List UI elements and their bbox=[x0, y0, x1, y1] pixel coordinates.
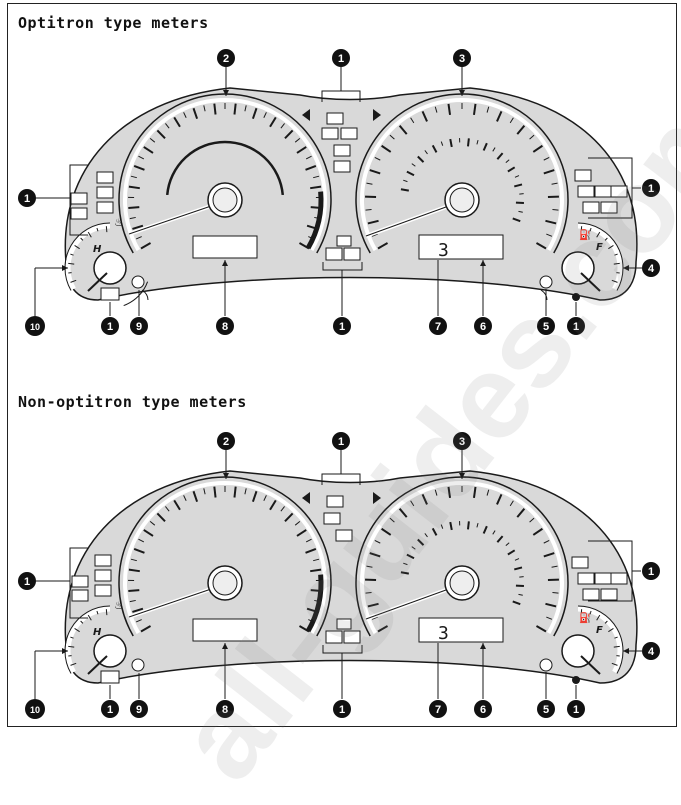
indicator-light bbox=[601, 589, 617, 600]
indicator-light bbox=[344, 248, 360, 260]
temp-gauge-tick bbox=[106, 609, 107, 615]
callout-label-n1: 1 bbox=[648, 566, 654, 578]
odometer-display bbox=[193, 236, 257, 258]
indicator-light bbox=[95, 570, 111, 581]
callout-label-n1: 1 bbox=[573, 704, 579, 716]
callout-label-n5: 5 bbox=[543, 704, 549, 716]
tachometer-inner-tick bbox=[468, 138, 469, 146]
speedometer-tick bbox=[214, 487, 215, 498]
indicator-light bbox=[71, 193, 87, 204]
speedometer-hub-cap bbox=[213, 188, 237, 212]
callout-label-n1: 1 bbox=[107, 704, 113, 716]
indicator-circle-right bbox=[540, 659, 552, 671]
callout-label-n10: 10 bbox=[30, 705, 40, 715]
callout-label-n4: 4 bbox=[648, 646, 655, 658]
indicator-light bbox=[71, 208, 87, 219]
callout-label-n1: 1 bbox=[338, 436, 344, 448]
temp-gauge-hot-label: H bbox=[93, 244, 102, 255]
indicator-light bbox=[572, 557, 588, 568]
indicator-dot bbox=[572, 676, 580, 684]
fuel-gauge-full-label: F bbox=[596, 625, 603, 636]
warning-light bbox=[101, 288, 119, 300]
indicator-light bbox=[95, 585, 111, 596]
indicator-light bbox=[97, 172, 113, 183]
speedometer-tick bbox=[128, 590, 139, 591]
temp-gauge-hot-label: H bbox=[93, 627, 102, 638]
callout-label-n7: 7 bbox=[435, 321, 441, 333]
tachometer-inner-tick bbox=[401, 189, 409, 190]
indicator-circle-left bbox=[132, 276, 144, 288]
temp-gauge-tick bbox=[106, 226, 107, 232]
tachometer-hub-cap bbox=[450, 188, 474, 212]
temp-gauge-hub bbox=[94, 635, 126, 667]
indicator-light bbox=[95, 555, 111, 566]
indicator-light bbox=[322, 128, 338, 139]
speedometer-hub-cap bbox=[213, 571, 237, 595]
coolant-temp-icon: ♨ bbox=[114, 599, 124, 612]
indicator-light bbox=[595, 573, 611, 584]
tachometer-tick bbox=[552, 593, 558, 594]
warning-light bbox=[101, 671, 119, 683]
indicator-light bbox=[337, 236, 351, 246]
callout-label-n2: 2 bbox=[223, 53, 229, 65]
speedometer-tick bbox=[128, 207, 139, 208]
callout-label-n1: 1 bbox=[107, 321, 113, 333]
callout-label-n1: 1 bbox=[338, 53, 344, 65]
indicator-light bbox=[611, 573, 627, 584]
trip-display bbox=[419, 235, 503, 259]
fuel-pump-icon: ⛽ bbox=[579, 611, 591, 624]
tachometer-hub-cap bbox=[450, 571, 474, 595]
callout-label-n1: 1 bbox=[339, 704, 345, 716]
callout-label-n9: 9 bbox=[136, 321, 142, 333]
indicator-light bbox=[72, 576, 88, 587]
temp-gauge-tick bbox=[68, 646, 74, 647]
temp-gauge-tick bbox=[68, 263, 74, 264]
indicator-light bbox=[334, 145, 350, 156]
temp-gauge-hub bbox=[94, 252, 126, 284]
speedometer-tick bbox=[214, 104, 215, 115]
speedometer-tick bbox=[234, 104, 235, 115]
indicator-light bbox=[97, 187, 113, 198]
callout-label-n9: 9 bbox=[136, 704, 142, 716]
callout-label-n3: 3 bbox=[459, 53, 465, 65]
tachometer-tick bbox=[366, 210, 372, 211]
fuel-gauge-hub bbox=[562, 635, 594, 667]
callout-label-n1: 1 bbox=[24, 576, 30, 588]
indicator-light bbox=[327, 113, 343, 124]
indicator-light bbox=[334, 161, 350, 172]
indicator-light bbox=[97, 202, 113, 213]
callout-label-n10: 10 bbox=[30, 322, 40, 332]
page: Optitron type meters Non-optitron type m… bbox=[0, 0, 681, 730]
shift-position-indicator: 3 bbox=[438, 240, 449, 261]
coolant-temp-icon: ♨ bbox=[114, 216, 124, 229]
callout-label-n1: 1 bbox=[24, 193, 30, 205]
callout-label-n8: 8 bbox=[222, 321, 228, 333]
indicator-light bbox=[326, 248, 342, 260]
shift-position-indicator: 3 bbox=[438, 623, 449, 644]
callout-label-n7: 7 bbox=[435, 704, 441, 716]
speedometer-tick bbox=[234, 487, 235, 498]
indicator-light bbox=[578, 573, 594, 584]
indicator-light bbox=[583, 589, 599, 600]
indicator-light bbox=[341, 128, 357, 139]
callout-label-n6: 6 bbox=[480, 704, 486, 716]
indicator-circle-left bbox=[132, 659, 144, 671]
callout-label-n1: 1 bbox=[339, 321, 345, 333]
trip-display bbox=[419, 618, 503, 642]
indicator-light bbox=[72, 590, 88, 601]
callout-label-n2: 2 bbox=[223, 436, 229, 448]
fuel-gauge-tick bbox=[614, 646, 620, 647]
